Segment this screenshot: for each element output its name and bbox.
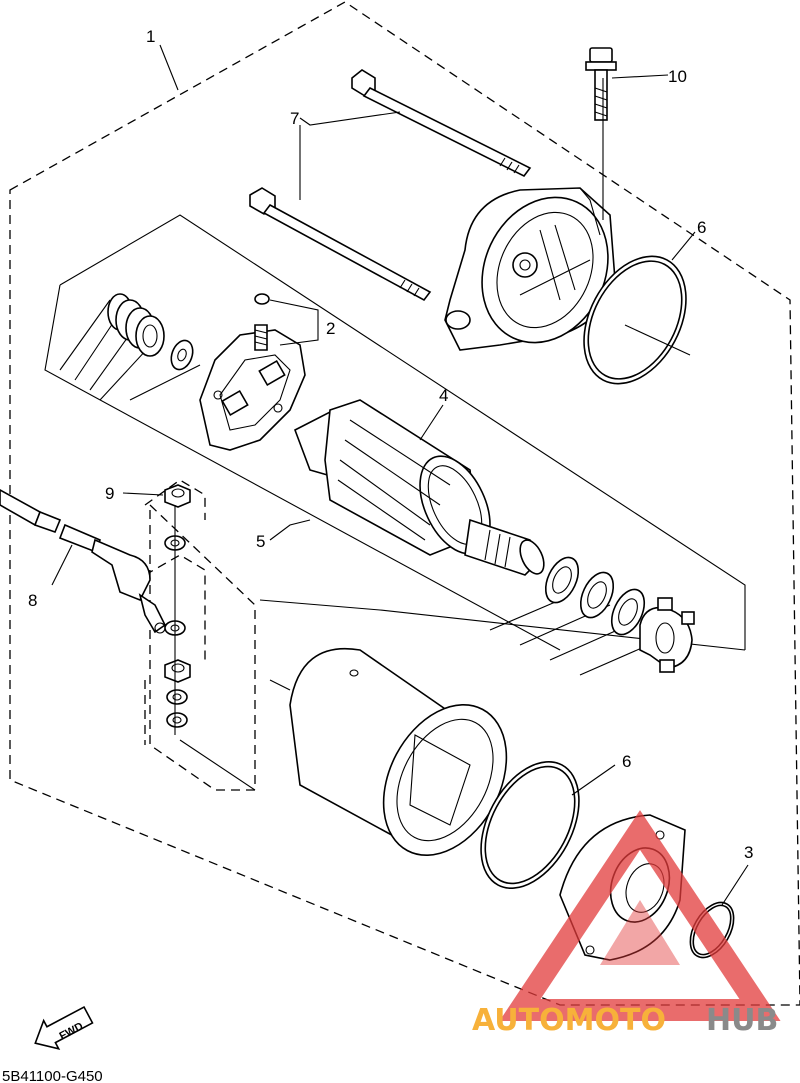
callout-5: 5 — [256, 532, 265, 551]
callout-6-lower: 6 — [622, 752, 631, 771]
through-bolts-part-7 — [249, 69, 532, 302]
leader-2 — [269, 299, 319, 346]
brush-spring — [107, 293, 165, 357]
watermark-hub: HUB — [706, 1003, 778, 1038]
automotohub-watermark-logo — [499, 810, 781, 1021]
leader-9 — [122, 492, 164, 496]
callout-10: 10 — [668, 67, 687, 86]
leader-1 — [159, 44, 179, 91]
subassembly-boundary — [149, 503, 256, 791]
leader-4 — [419, 404, 444, 441]
leader-6-lower — [571, 764, 616, 796]
leader-6-upper — [671, 231, 696, 261]
watermark-auto: AUTOMOTO — [472, 1003, 666, 1038]
armature-part-4 — [294, 399, 545, 576]
bolt-part-10 — [585, 47, 617, 121]
callout-2: 2 — [326, 319, 335, 338]
washer — [170, 339, 194, 371]
yoke-housing — [289, 648, 508, 857]
leader-10 — [611, 74, 669, 79]
armature-washers — [544, 556, 646, 636]
leader-6-mid — [624, 324, 691, 356]
leader-7a — [299, 111, 401, 126]
o-ring-part-6-lower — [480, 761, 580, 889]
rear-cover — [444, 187, 616, 351]
callout-6-upper: 6 — [697, 218, 706, 237]
washer-stack-boundary — [144, 479, 206, 745]
leader-5 — [269, 519, 311, 541]
small-o-ring — [254, 293, 270, 305]
callout-4: 4 — [439, 386, 448, 405]
drawing-code: 5B41100-G450 — [2, 1068, 103, 1083]
leader-3 — [721, 864, 749, 906]
leader-8 — [51, 544, 73, 586]
callout-1: 1 — [146, 27, 155, 46]
callout-8: 8 — [28, 591, 37, 610]
lock-plate — [639, 597, 695, 673]
callout-3: 3 — [744, 843, 753, 862]
callout-7: 7 — [290, 109, 299, 128]
lead-cable-part-8 — [0, 489, 167, 634]
o-ring-part-6-upper — [583, 255, 687, 385]
nut-washer-stack — [164, 484, 191, 735]
forward-arrow-icon — [34, 1005, 94, 1051]
callout-9: 9 — [105, 484, 114, 503]
brush-holder-part-2 — [199, 324, 306, 451]
